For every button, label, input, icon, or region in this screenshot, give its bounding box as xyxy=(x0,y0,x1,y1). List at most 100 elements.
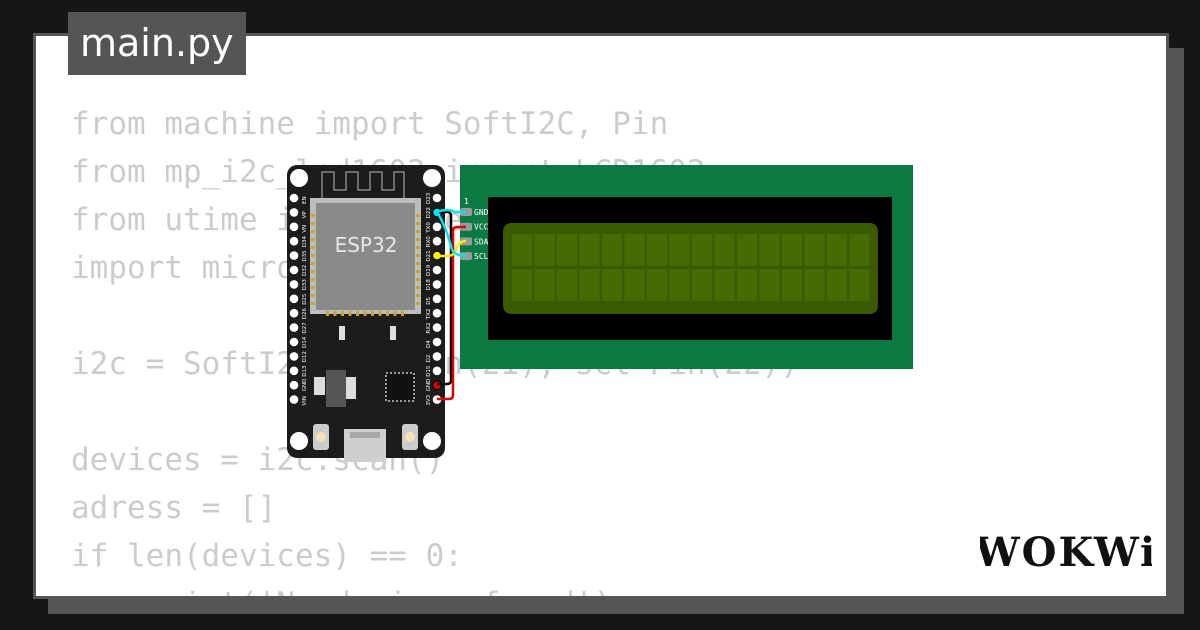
lcd-char-cell xyxy=(759,234,780,266)
esp32-pin[interactable] xyxy=(432,352,442,361)
esp32-pin-label: D18 xyxy=(426,279,432,291)
esp32-pin-label: D33 xyxy=(302,279,308,291)
lcd-pin-label: SDA xyxy=(474,237,489,246)
chip-pad xyxy=(416,254,420,257)
lcd-char-cell xyxy=(759,269,780,301)
lcd-char-cell xyxy=(849,269,870,301)
esp32-pin[interactable] xyxy=(289,251,299,260)
mount-hole xyxy=(290,432,308,450)
lcd-char-cell xyxy=(827,269,847,301)
chip-pad xyxy=(333,311,337,316)
en-button-cap xyxy=(405,432,415,442)
lcd-char-cell xyxy=(737,269,757,301)
esp32-pin[interactable] xyxy=(289,380,299,390)
code-line: print('No devices found') xyxy=(71,580,799,596)
esp32-pin-label: D22 xyxy=(426,207,432,218)
esp32-pin[interactable] xyxy=(289,193,299,203)
esp32-board[interactable]: ESP32 ENVPVND34D35D32D33D25D26D27D14D12D… xyxy=(287,165,445,462)
chip-pad xyxy=(311,214,315,217)
chip-pad xyxy=(311,238,315,241)
esp32-pin[interactable] xyxy=(432,236,442,246)
chip-pad xyxy=(416,270,420,273)
esp32-pin-label: D35 xyxy=(302,250,308,262)
esp32-pin-label: D12 xyxy=(302,351,308,362)
chip-pad xyxy=(311,222,315,225)
esp32-pin[interactable] xyxy=(432,222,442,232)
chip-pad xyxy=(311,294,315,297)
esp32-pin[interactable] xyxy=(289,323,299,332)
esp32-pin[interactable] xyxy=(289,294,299,304)
chip-pad xyxy=(416,286,420,289)
chip-pad xyxy=(416,246,420,249)
code-line: adress = [] xyxy=(71,490,277,526)
wire-scl xyxy=(435,211,467,258)
esp32-pin-label: TX2 xyxy=(426,309,432,321)
esp32-pin[interactable] xyxy=(289,265,299,275)
chip-pad xyxy=(311,270,315,273)
lcd-char-cell xyxy=(557,269,577,301)
esp32-pin[interactable] xyxy=(289,366,299,376)
esp32-pin[interactable] xyxy=(432,366,442,376)
lcd-cells xyxy=(512,234,870,301)
chip-pad xyxy=(416,278,420,281)
esp32-pin[interactable] xyxy=(289,337,299,347)
esp32-pin[interactable] xyxy=(289,208,299,217)
lcd-pin-label: VCC xyxy=(474,223,489,232)
wokwi-logo-text: WOKWi xyxy=(980,529,1152,576)
esp32-pin-label: RX0 xyxy=(426,236,432,248)
chip-pad xyxy=(311,302,315,305)
lcd-char-cell xyxy=(827,234,847,266)
esp32-pin-label: D14 xyxy=(302,336,308,348)
esp32-chip-label: ESP32 xyxy=(335,233,398,257)
code-line: if len(devices) == 0: xyxy=(71,538,463,574)
esp32-pin[interactable] xyxy=(289,308,299,318)
chip-pad xyxy=(311,286,315,289)
mount-hole xyxy=(423,169,441,187)
chip-pad xyxy=(311,262,315,265)
lcd-char-cell xyxy=(624,234,645,266)
lcd-char-cell xyxy=(804,269,825,301)
esp32-pin[interactable] xyxy=(432,337,442,347)
esp32-pin[interactable] xyxy=(432,308,442,318)
esp32-pin-label: D19 xyxy=(426,264,432,276)
esp32-pin[interactable] xyxy=(432,193,442,203)
chip-pad xyxy=(311,230,315,233)
lcd-char-cell xyxy=(579,269,600,301)
file-tab[interactable]: main.py xyxy=(68,12,246,75)
wokwi-logo[interactable]: WOKWi xyxy=(980,528,1152,576)
esp32-pin-label: VN xyxy=(302,225,308,233)
esp32-pin[interactable] xyxy=(289,222,299,232)
esp32-pin[interactable] xyxy=(432,280,442,289)
lcd-char-cell xyxy=(692,269,712,301)
esp32-pin-label: D13 xyxy=(302,365,308,377)
smd-component xyxy=(339,326,345,340)
esp32-pin[interactable] xyxy=(432,294,442,304)
usb-port-inner xyxy=(350,432,380,438)
chip-pad xyxy=(311,254,315,257)
chip-pad xyxy=(363,311,367,316)
esp32-pin[interactable] xyxy=(432,265,442,275)
esp32-pin-label: D26 xyxy=(302,307,308,319)
lcd-char-cell xyxy=(714,234,735,266)
voltage-regulator xyxy=(326,370,346,407)
esp32-pin[interactable] xyxy=(432,323,442,332)
chip-pad xyxy=(416,222,420,225)
esp32-pin[interactable] xyxy=(289,280,299,289)
esp32-pin-label: VP xyxy=(302,211,308,219)
esp32-pin-label: D32 xyxy=(302,265,308,276)
esp32-pin[interactable] xyxy=(289,236,299,246)
esp32-pin-label: D21 xyxy=(426,250,432,261)
chip-pad xyxy=(378,311,382,316)
lcd-pin-label: SCL xyxy=(474,252,489,261)
esp32-pin-label: D2 xyxy=(426,355,432,363)
esp32-pin-label: 3V3 xyxy=(426,394,432,405)
esp32-pin-label: D15 xyxy=(426,365,432,377)
lcd-char-cell xyxy=(602,234,622,266)
esp32-pin-label: GND xyxy=(426,379,432,392)
voltage-regulator-tab xyxy=(346,377,356,399)
lcd-char-cell xyxy=(534,234,555,266)
esp32-pin[interactable] xyxy=(289,352,299,361)
esp32-pin[interactable] xyxy=(289,395,299,404)
esp32-pin-label: D23 xyxy=(426,192,432,204)
